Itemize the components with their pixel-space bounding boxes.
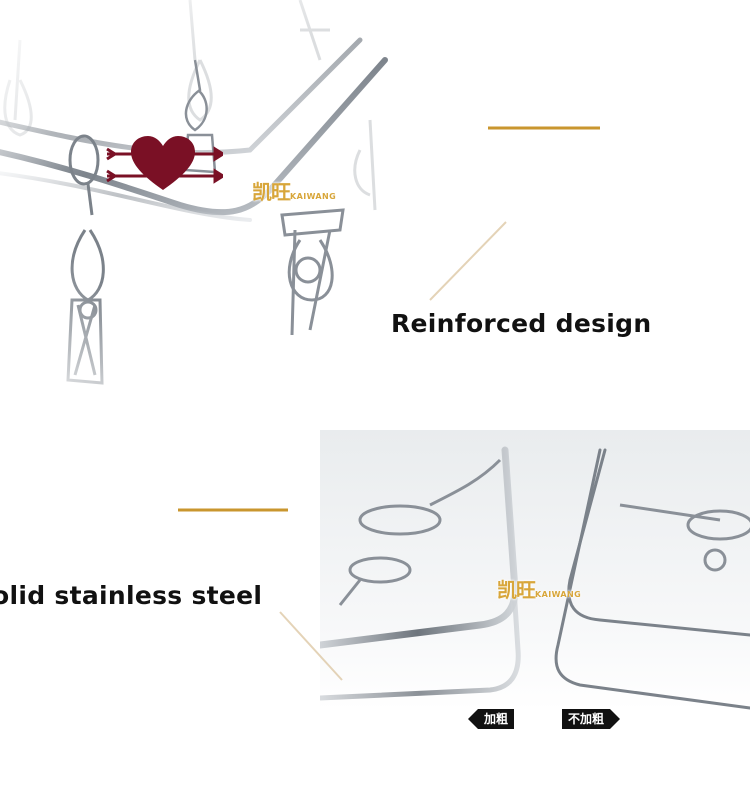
- gold-accent-corner-bottom: [178, 508, 343, 681]
- brand-logo-cn: 凯旺: [497, 578, 536, 602]
- heart-arrow-icon: [106, 136, 223, 190]
- brand-logo-en: KAIWANG: [290, 192, 337, 201]
- caption-solid-stainless-steel: olid stainless steel: [0, 581, 263, 610]
- tag-not-thickened: 不加粗: [562, 709, 621, 729]
- brand-logo-bottom: 凯旺KAIWANG: [497, 574, 581, 603]
- tag-thickened: 加粗: [467, 709, 515, 729]
- hanger-top-illustration: [0, 0, 750, 400]
- wire-comparison-illustration: [320, 430, 750, 710]
- gold-accent-corner-top: [429, 126, 600, 301]
- brand-logo-en: KAIWANG: [535, 590, 582, 599]
- brand-logo-top: 凯旺KAIWANG: [252, 176, 336, 205]
- caption-reinforced-design: Reinforced design: [391, 309, 652, 338]
- brand-logo-cn: 凯旺: [252, 180, 291, 204]
